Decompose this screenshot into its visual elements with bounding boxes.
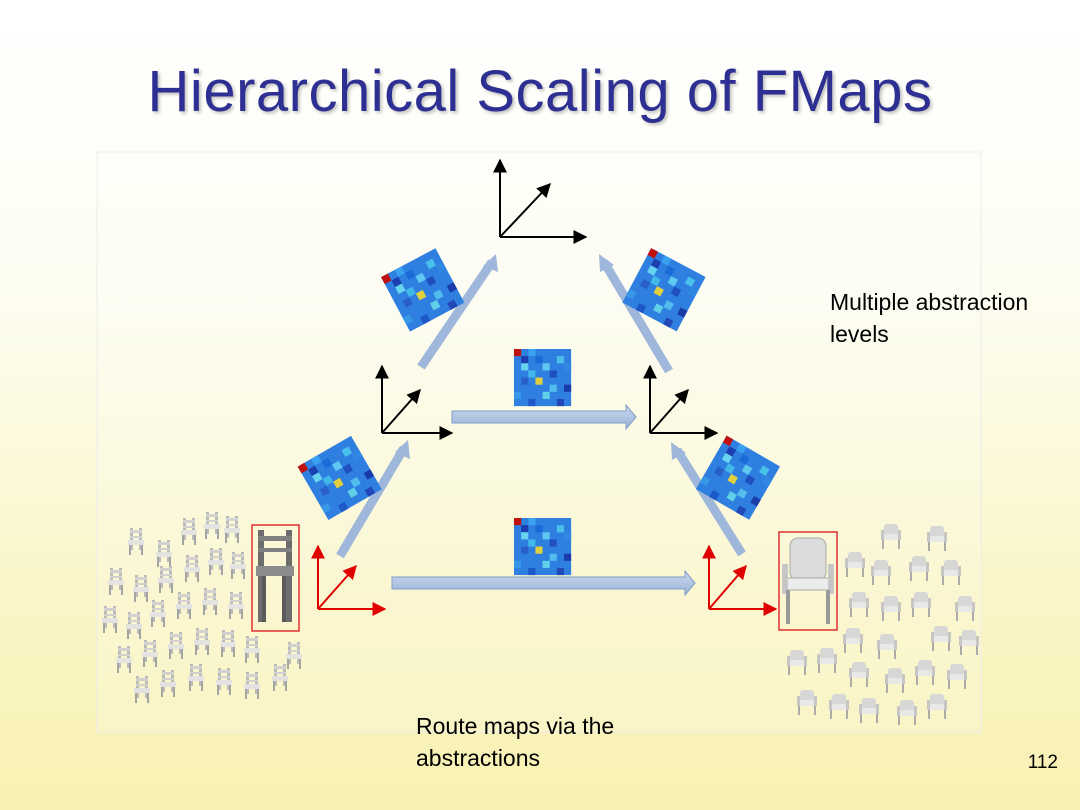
fmap-heatmap-mid	[514, 349, 571, 406]
note-route-maps: Route maps via the abstractions	[416, 710, 636, 774]
page-number: 112	[1028, 752, 1058, 774]
note-abstraction-levels: Multiple abstraction levels	[830, 286, 1075, 350]
fmap-heatmap-bottom	[514, 518, 571, 575]
